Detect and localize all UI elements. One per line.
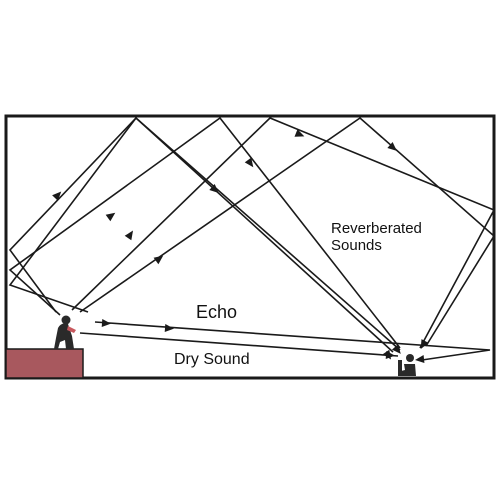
arrowhead bbox=[153, 255, 164, 265]
ray-path bbox=[71, 117, 496, 349]
arrowhead bbox=[164, 324, 174, 332]
echo-path bbox=[94, 321, 491, 361]
arrowhead bbox=[387, 141, 397, 151]
arrowhead bbox=[124, 230, 134, 241]
stage-platform bbox=[5, 348, 84, 379]
arrowhead bbox=[294, 129, 305, 137]
dry-sound-label: Dry Sound bbox=[174, 351, 250, 368]
arrowhead bbox=[385, 351, 395, 359]
ray-arrows bbox=[52, 129, 429, 363]
reverberated-label-line2: Sounds bbox=[331, 237, 382, 254]
seated-listener-icon bbox=[398, 354, 416, 376]
speaker-figure-icon bbox=[54, 315, 76, 349]
ray-path bbox=[79, 116, 496, 347]
reverberated-rays bbox=[8, 116, 496, 361]
arrowhead bbox=[101, 319, 111, 327]
echo-label: Echo bbox=[196, 302, 238, 322]
arrowhead bbox=[420, 339, 429, 349]
arrowhead bbox=[415, 355, 425, 363]
arrowhead bbox=[105, 212, 116, 222]
dry-sound-path bbox=[79, 332, 399, 357]
ray-path bbox=[8, 116, 394, 353]
arrowhead bbox=[209, 184, 219, 194]
ray-path bbox=[8, 116, 401, 349]
reverberated-sounds-label: Reverberated Sounds bbox=[331, 220, 422, 254]
arrowhead bbox=[391, 344, 401, 354]
arrowhead bbox=[52, 191, 62, 201]
reverberated-label-line1: Reverberated bbox=[331, 220, 422, 237]
arrowhead bbox=[244, 157, 254, 168]
ray-path bbox=[8, 116, 401, 351]
room-outline bbox=[4, 114, 496, 380]
